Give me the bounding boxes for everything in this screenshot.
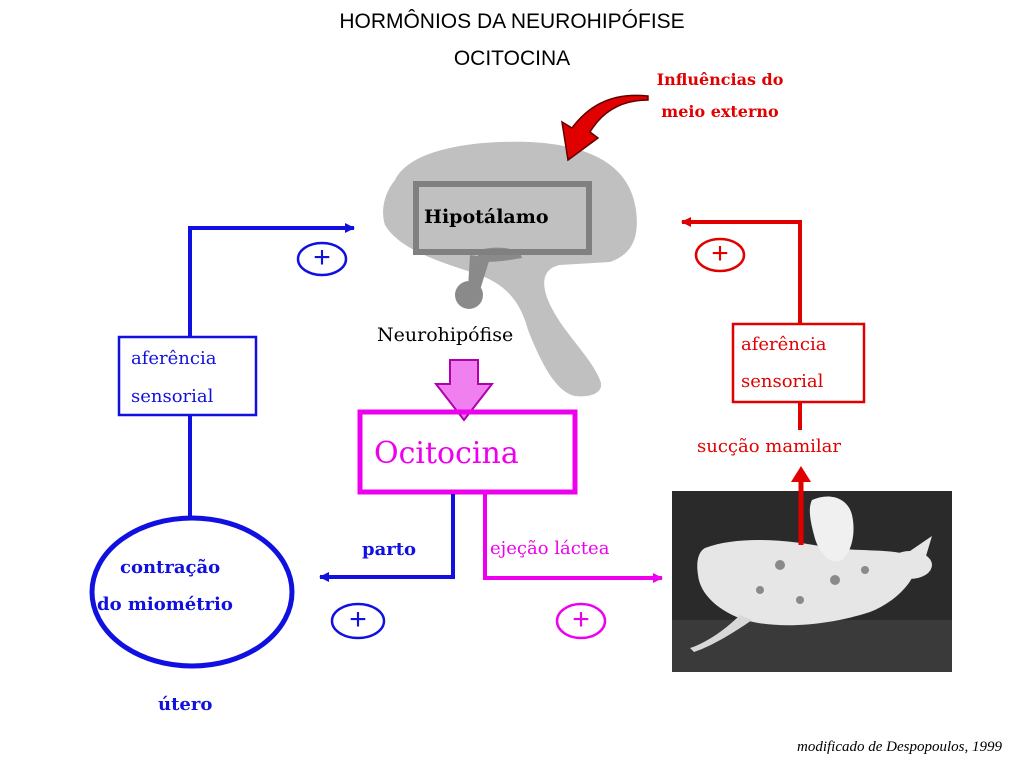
uterus-ellipse [89, 515, 295, 669]
rat-photo [672, 466, 952, 672]
left-plus-sign: + [313, 241, 331, 274]
hypothalamus-box [413, 181, 592, 255]
left-afferent-line-2: sensorial [131, 386, 214, 407]
left-feedback-loop [89, 223, 455, 669]
hypothalamus-label: Hipotálamo [424, 206, 549, 228]
left-afferent-line-1: aferência [131, 348, 217, 369]
brain-silhouette [383, 141, 637, 397]
source-credit: modificado de Despopoulos, 1999 [797, 739, 1002, 755]
uterus-label: útero [158, 694, 213, 715]
ejection-plus-sign: + [572, 603, 590, 636]
plus-circle-icon [330, 602, 386, 640]
parto-label: parto [362, 539, 417, 560]
title-line-1: HORMÔNIOS DA NEUROHIPÓFISE [339, 10, 685, 33]
ejection-label: ejeção láctea [490, 538, 610, 559]
neurohypophysis-gland [455, 281, 483, 309]
curved-arrow-icon [561, 94, 649, 162]
right-afferent-line-2: sensorial [741, 371, 824, 392]
right-feedback-loop [681, 217, 866, 430]
left-afferent-box [117, 335, 258, 417]
right-afferent-box [731, 322, 866, 404]
right-plus-sign: + [711, 237, 729, 270]
uterus-contraction-line-1: contração [120, 557, 221, 578]
right-afferent-line-1: aferência [741, 334, 827, 355]
neurohypophysis-label: Neurohipófise [377, 324, 514, 346]
plus-circle-icon [694, 237, 746, 273]
plus-circle-icon [555, 602, 607, 640]
oxytocin-label: Ocitocina [374, 436, 519, 471]
parto-plus-sign: + [349, 603, 367, 636]
title-line-2: OCITOCINA [453, 47, 571, 70]
external-influence-line-1: Influências do [656, 70, 784, 89]
oxytocin-box [357, 409, 578, 495]
down-arrow-icon [433, 359, 495, 422]
ejection-arrow [483, 494, 663, 640]
suckling-label: sucção mamilar [697, 436, 841, 457]
external-influence-line-2: meio externo [661, 102, 779, 121]
uterus-contraction-line-2: do miométrio [97, 594, 233, 615]
plus-circle-icon [296, 241, 348, 277]
